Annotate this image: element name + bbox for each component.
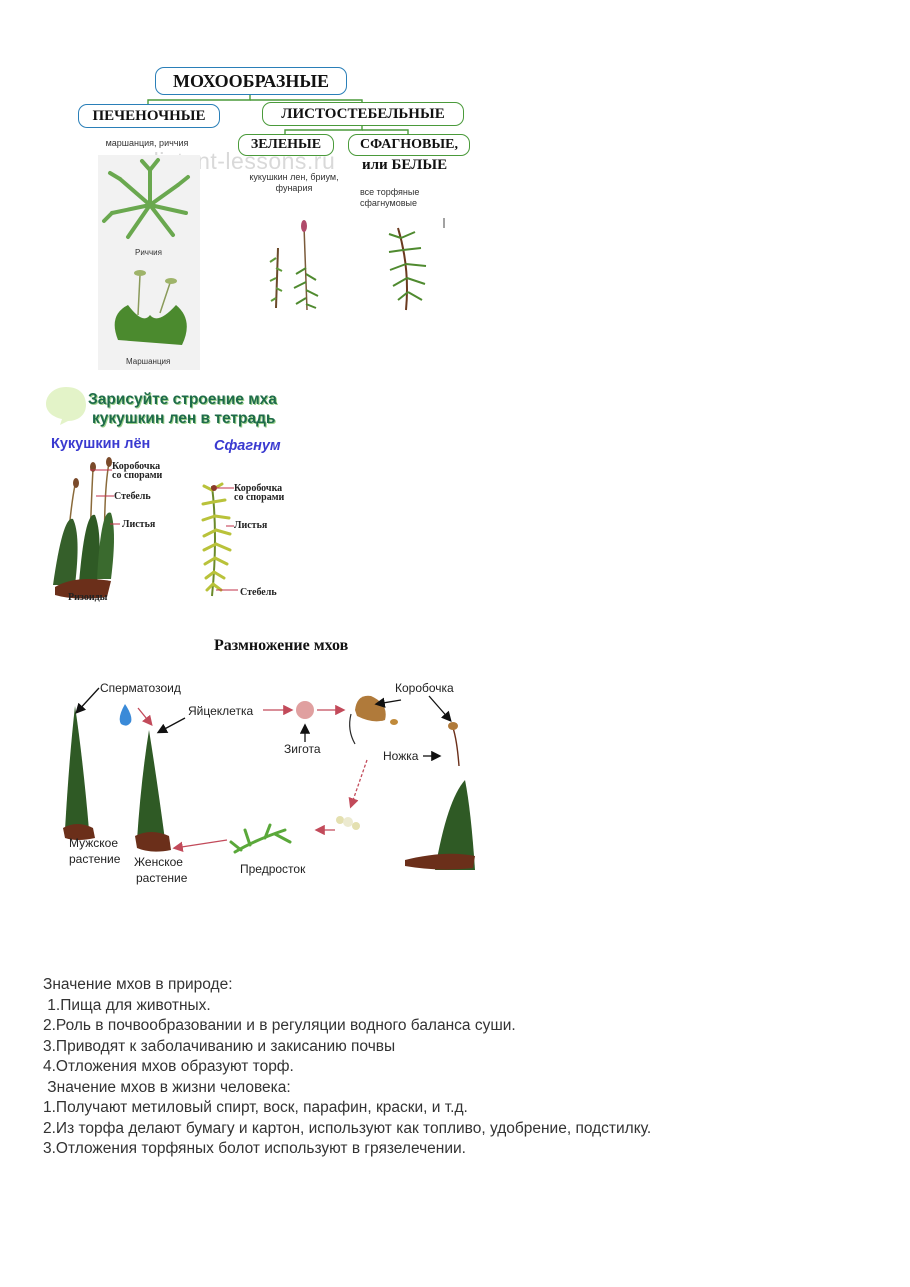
significance-line: 2.Из торфа делают бумагу и картон, испол… <box>43 1119 652 1137</box>
sphagnum-examples-line1: все торфяные <box>360 187 420 197</box>
female-plant-label-2: растение <box>136 871 188 885</box>
female-plant-label-1: Женское <box>134 855 183 869</box>
polytrichum-stem-label: Стебель <box>114 491 151 502</box>
reproduction-cycle-diagram <box>63 687 475 871</box>
polytrichum-capsule-label-2: со спорами <box>112 470 163 481</box>
zygote-label: Зигота <box>284 742 321 756</box>
reproduction-title: Размножение мхов <box>214 637 349 654</box>
green-examples-line2: фунария <box>275 183 313 193</box>
riccia-caption: Риччия <box>135 248 162 257</box>
egg-label: Яйцеклетка <box>188 704 254 718</box>
sphagnum-pointers <box>216 487 238 591</box>
sphagnum-structure-illustration <box>201 482 232 597</box>
significance-line: 3.Отложения торфяных болот используют в … <box>43 1140 466 1157</box>
sphagnum-leaves-label: Листья <box>234 520 268 531</box>
box-sphagnum: СФАГНОВЫЕ, <box>348 134 470 156</box>
significance-line: 1.Пища для животных. <box>43 996 211 1014</box>
green-moss-illustration <box>269 220 319 311</box>
sperm-label: Сперматозоид <box>100 681 181 695</box>
significance-line: 1.Получают метиловый спирт, воск, парафи… <box>43 1099 468 1116</box>
sphagnum-examples-line2: сфагнумовые <box>360 198 418 208</box>
polytrichum-title: Кукушкин лён <box>51 436 151 452</box>
speech-bubble-icon <box>46 387 86 425</box>
sphagnum-capsule-label-2: со спорами <box>234 492 285 503</box>
sphagnum-capsule-label-1: Коробочка <box>234 483 283 494</box>
sphagnum-illustration <box>388 218 445 311</box>
stalk-label: Ножка <box>383 749 419 763</box>
male-plant-label-1: Мужское <box>69 836 119 850</box>
liverwort-illustration <box>98 155 200 370</box>
box-green-mosses: ЗЕЛЕНЫЕ <box>238 134 334 156</box>
sphagnum-title: Сфагнум <box>214 438 281 454</box>
liverworts-examples: маршанция, риччия <box>105 138 189 148</box>
capsule-label: Коробочка <box>395 681 454 695</box>
polytrichum-pointers <box>90 469 120 525</box>
significance-line: Значение мхов в жизни человека: <box>43 1078 291 1096</box>
box-liverworts: ПЕЧЕНОЧНЫЕ <box>78 104 220 128</box>
sphagnum-stem-label: Стебель <box>240 587 277 598</box>
male-plant-label-2: растение <box>69 852 121 866</box>
polytrichum-illustration <box>53 457 114 599</box>
sphagnum-alt-name: или БЕЛЫЕ <box>362 157 448 173</box>
marchantia-caption: Маршанция <box>126 357 171 366</box>
significance-line: 2.Роль в почвообразовании и в регуляции … <box>43 1017 516 1034</box>
box-leafy-mosses: ЛИСТОСТЕБЕЛЬНЫЕ <box>262 102 464 126</box>
significance-text: Значение мхов в природе: 1.Пища для живо… <box>43 975 651 1160</box>
polytrichum-rhizoids-label: Ризоиды <box>68 592 108 603</box>
polytrichum-leaves-label: Листья <box>122 519 156 530</box>
protonema-label: Предросток <box>240 862 306 876</box>
structure-heading-line2: кукушкин лен в тетрадь <box>92 410 276 427</box>
significance-line: 3.Приводят к заболачиванию и закисанию п… <box>43 1037 396 1055</box>
significance-line: 4.Отложения мхов образуют торф. <box>43 1058 294 1075</box>
green-examples-line1: кукушкин лен, бриум, <box>249 172 339 182</box>
significance-line: Значение мхов в природе: <box>43 976 233 993</box>
title-box-mosses: МОХООБРАЗНЫЕ <box>155 67 347 95</box>
structure-heading-line1: Зарисуйте строение мха <box>88 391 277 408</box>
polytrichum-capsule-label-1: Коробочка <box>112 461 161 472</box>
